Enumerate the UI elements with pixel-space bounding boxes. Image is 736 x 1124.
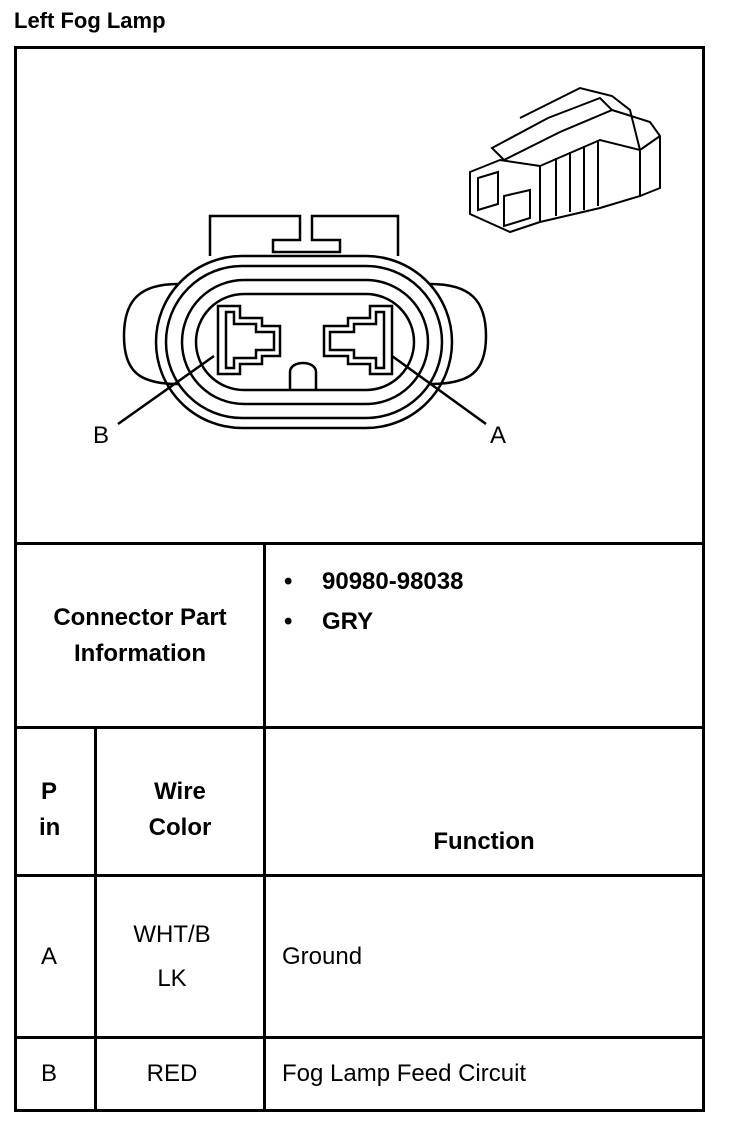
table-row-function: Fog Lamp Feed Circuit [282,1060,527,1087]
table-row-wire-color: WHT/B LK [133,920,211,992]
connector-diagram: B A [93,86,661,449]
connector-info-label: Connector Part Information [53,604,227,667]
divider [14,726,705,729]
divider [94,726,97,1112]
list-item: •90980-98038 [284,568,464,595]
divider [14,1036,705,1039]
divider [14,874,705,877]
pin-label-a: A [490,422,506,449]
divider [14,542,705,545]
divider [263,542,266,1112]
connector-color: GRY [322,608,374,635]
table-row-pin: A [40,942,57,970]
table-row-wire-color: RED [146,1060,198,1087]
column-header-wire-color: Wire Color [148,778,212,841]
divider [14,1109,705,1112]
column-header-pin: P in [39,778,61,841]
page-title: Left Fog Lamp [14,8,166,33]
table-row-pin: B [40,1060,57,1087]
pin-label-b: B [93,422,109,449]
list-item: •GRY [284,608,374,635]
connector-face-drawing [117,214,488,430]
table-row-function: Ground [282,942,363,970]
column-header-function: Function [433,828,535,855]
part-number: 90980-98038 [322,568,464,595]
connector-table [14,46,705,1112]
connector-info-list: •90980-98038 •GRY [284,562,463,642]
connector-isometric-drawing [469,86,661,234]
